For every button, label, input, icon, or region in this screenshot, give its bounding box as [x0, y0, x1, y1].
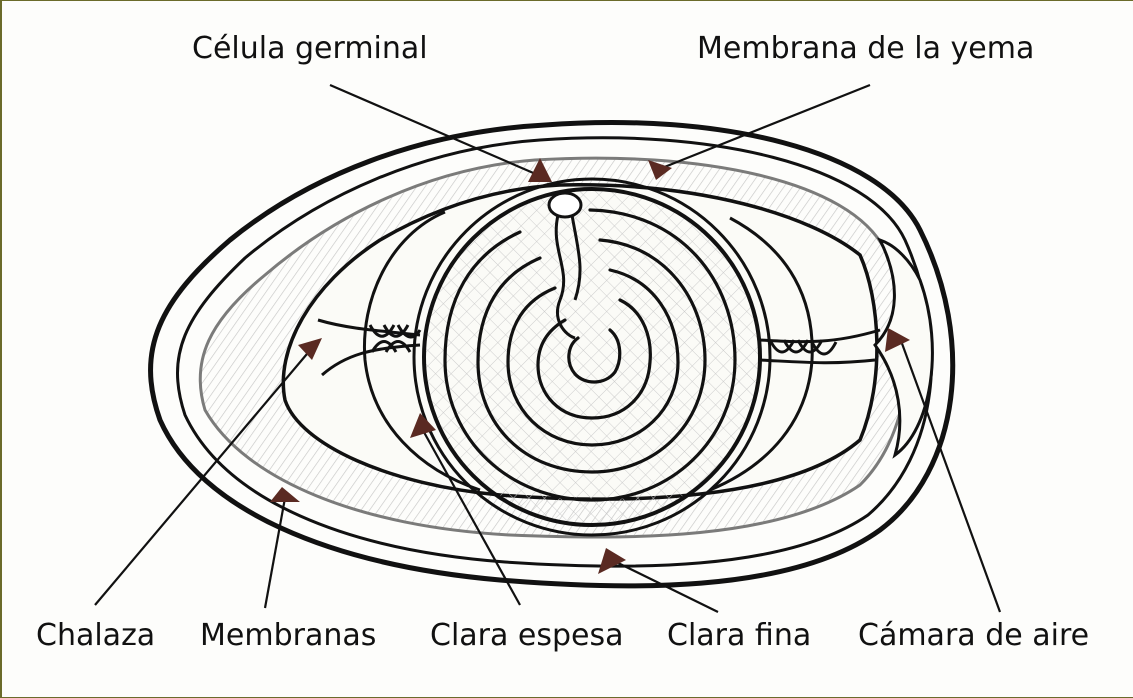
- label-camara-aire: Cámara de aire: [858, 618, 1089, 653]
- label-membranas: Membranas: [200, 618, 376, 653]
- label-membrana-yema: Membrana de la yema: [697, 31, 1034, 66]
- label-chalaza: Chalaza: [36, 618, 155, 653]
- arrow-clara-fina: [598, 548, 626, 574]
- label-clara-espesa: Clara espesa: [430, 618, 624, 653]
- label-celula-germinal: Célula germinal: [192, 31, 428, 66]
- label-clara-fina: Clara fina: [667, 618, 811, 653]
- arrow-membranas: [270, 487, 300, 502]
- yolk: [424, 189, 760, 525]
